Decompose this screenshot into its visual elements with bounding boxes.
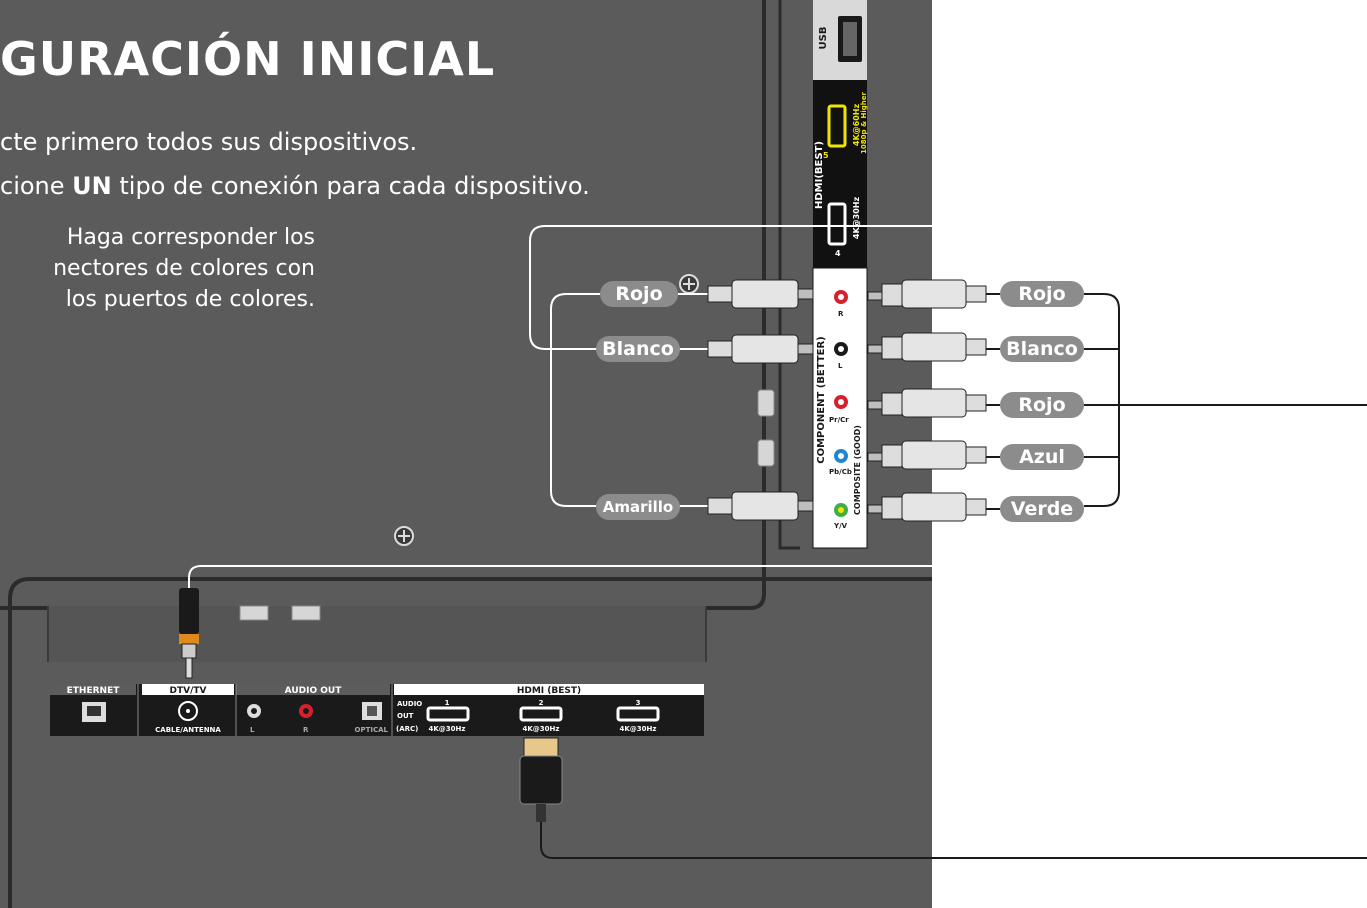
svg-text:Pb/Cb: Pb/Cb [829,468,852,476]
cable-label-verde: Verde [1000,496,1084,522]
svg-text:(ARC): (ARC) [396,725,418,733]
cable-label-rojo-right-1: Rojo [1000,281,1084,307]
cable-label-blanco-left: Blanco [596,336,680,362]
side-input-panel: USB 4K@60Hz 1080p & Higher 5 HDMI(BEST) … [812,0,868,549]
svg-text:1: 1 [445,699,450,707]
svg-text:R: R [838,310,844,318]
svg-text:4: 4 [835,249,841,258]
composite-label: COMPOSITE (GOOD) [853,425,862,515]
svg-text:2: 2 [539,699,544,707]
svg-text:4K@30Hz: 4K@30Hz [523,725,560,733]
color-match-note: Haga corresponder los nectores de colore… [53,225,315,312]
svg-text:Pr/Cr: Pr/Cr [829,416,849,424]
svg-text:Y/V: Y/V [833,522,848,530]
instruction-line-1: cte primero todos sus dispositivos. [0,128,418,156]
antenna-port-icon [178,701,198,721]
dtv-label: DTV/TV [170,686,207,696]
coax-cable [188,565,1367,590]
svg-text:CABLE/ANTENNA: CABLE/ANTENNA [155,726,221,734]
svg-text:L: L [250,726,255,734]
svg-text:L: L [838,362,843,370]
page-title: GURACIÓN INICIAL [0,32,496,86]
cable-label-azul: Azul [1000,444,1084,470]
rca-plug-left [707,279,814,521]
screw-icon [679,274,699,294]
cable-label-blanco-right: Blanco [1000,336,1084,362]
composite-cable [529,225,1367,507]
bottom-input-panel: ETHERNET DTV/TV AUDIO OUT HDMI (BEST) CA… [50,684,704,736]
screw-icon [394,526,414,546]
upper-panel-edge [0,0,766,610]
cable-label-rojo-left: Rojo [600,281,678,307]
cable-label-amarillo: Amarillo [596,494,680,520]
audio-out-label: AUDIO OUT [285,686,343,696]
svg-text:R: R [303,726,309,734]
hdmi2-port-icon [519,706,563,722]
hdmi-cable [540,820,1367,859]
svg-text:3: 3 [636,699,641,707]
svg-text:AUDIO: AUDIO [397,700,422,708]
svg-text:1080p & Higher: 1080p & Higher [860,91,868,153]
hdmi-plug [519,737,563,822]
component-label: COMPONENT (BETTER) [816,336,827,464]
svg-text:4K@30Hz: 4K@30Hz [852,197,861,240]
component-cable [986,293,1367,510]
hdmi4-port-icon [827,202,847,246]
instruction-line-2: cione UN tipo de conexión para cada disp… [0,172,590,200]
coax-plug [179,588,199,679]
svg-text:4K@30Hz: 4K@30Hz [429,725,466,733]
svg-text:OPTICAL: OPTICAL [355,726,389,734]
svg-text:OUT: OUT [397,712,414,720]
svg-text:5: 5 [823,151,829,160]
lower-panel-edge [8,577,932,908]
svg-text:4K@30Hz: 4K@30Hz [620,725,657,733]
cable-label-rojo-right-2: Rojo [1000,392,1084,418]
hdmi3-port-icon [616,706,660,722]
hdmi-best-bottom-label: HDMI (BEST) [517,686,581,696]
ethernet-label: ETHERNET [67,686,121,696]
hdmi5-port-icon [827,104,847,148]
usb-label: USB [818,27,829,50]
hdmi-best-label: HDMI(BEST) [814,141,825,209]
hdmi1-port-icon [426,706,470,722]
svg-text:4K@60Hz: 4K@60Hz [852,104,861,147]
tv-body [0,0,932,908]
rca-plug-right [867,279,987,522]
